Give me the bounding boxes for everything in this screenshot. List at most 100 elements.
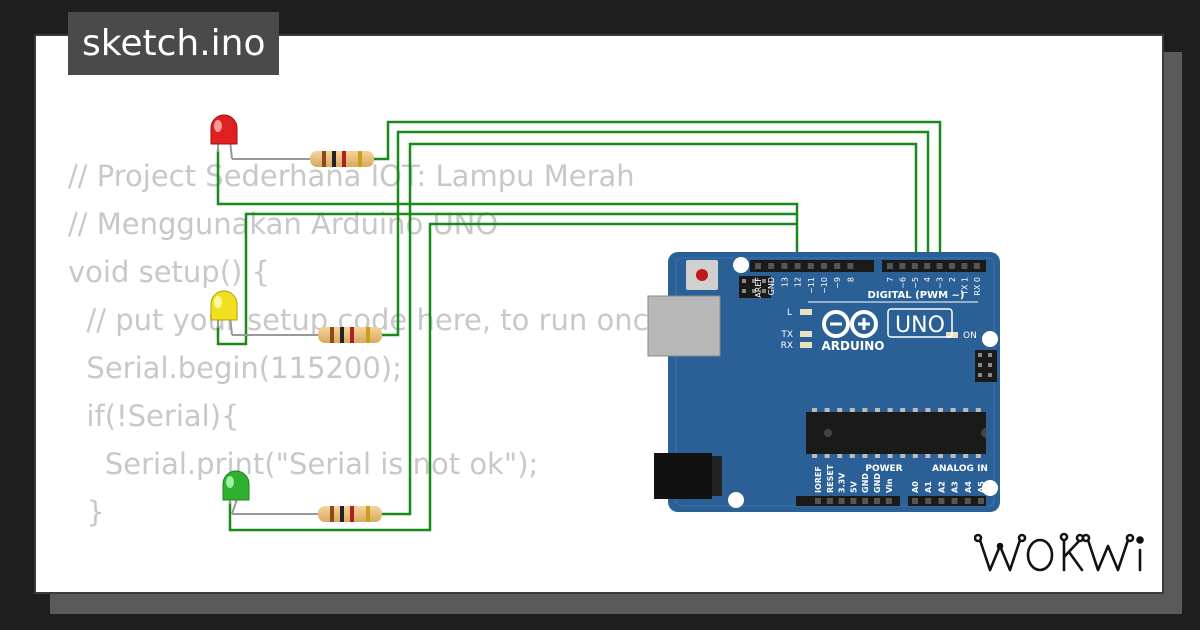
led-tx-label: TX xyxy=(780,330,793,340)
header-pin[interactable] xyxy=(755,263,761,269)
header-pin[interactable] xyxy=(815,498,821,504)
pin-label: 4 xyxy=(923,277,932,282)
pin-label: GND xyxy=(767,277,776,295)
header-pin[interactable] xyxy=(961,263,968,269)
mounting-hole xyxy=(982,480,998,496)
led-tx-indicator xyxy=(800,331,812,337)
pin-label: ~3 xyxy=(936,277,945,289)
wire-yellow-anode xyxy=(372,130,930,337)
resistor-yellow[interactable] xyxy=(232,327,382,343)
pin-label: A0 xyxy=(911,481,920,493)
pin-label: ~6 xyxy=(898,277,907,289)
pin-label: 2 xyxy=(948,277,957,282)
code-line: Serial.print("Serial is not ok"); xyxy=(68,447,539,481)
header-pin[interactable] xyxy=(874,498,880,504)
pin-label: Vin xyxy=(885,478,894,493)
header-pin[interactable] xyxy=(911,263,918,269)
pin-label: RESET xyxy=(826,464,835,493)
header-pin[interactable] xyxy=(951,498,958,504)
wire-green-anode xyxy=(372,142,918,516)
mounting-hole xyxy=(728,492,744,508)
wire-red-anode xyxy=(372,120,942,262)
wires xyxy=(216,120,942,532)
header-pin[interactable] xyxy=(834,263,841,269)
pin-label: A4 xyxy=(964,481,973,493)
led-on-label: ON xyxy=(963,331,977,341)
atmega-chip xyxy=(806,408,986,458)
pin-label: IOREF xyxy=(814,466,823,493)
header-pin[interactable] xyxy=(807,263,814,269)
pin-label: A2 xyxy=(937,481,946,493)
pin-label: 3.3V xyxy=(838,472,847,493)
led-red[interactable] xyxy=(210,114,238,160)
led-l-label: L xyxy=(787,308,792,318)
pin-label: GND xyxy=(861,473,870,493)
resistor-red[interactable] xyxy=(232,151,374,167)
header-pin[interactable] xyxy=(925,498,932,504)
header-pin[interactable] xyxy=(936,263,943,269)
header-pin[interactable] xyxy=(850,498,857,504)
wokwi-logo xyxy=(974,532,1144,572)
resistor-green[interactable] xyxy=(232,506,382,522)
pin-label: 5V xyxy=(849,480,858,493)
pin-label: 12 xyxy=(794,277,803,287)
wire-red-cathode xyxy=(216,150,799,262)
arduino-infinity-icon xyxy=(822,310,878,338)
code-line: Serial.begin(115200); xyxy=(68,351,402,385)
icsp-header xyxy=(739,276,771,298)
header-pin[interactable] xyxy=(838,498,845,504)
icsp-header xyxy=(975,350,997,382)
mounting-hole xyxy=(733,257,749,273)
pin-label: A3 xyxy=(951,481,960,493)
pin-label: ~5 xyxy=(911,277,920,289)
header-pin[interactable] xyxy=(887,263,893,269)
led-l-indicator xyxy=(800,309,812,315)
header-pin[interactable] xyxy=(826,498,833,504)
led-yellow[interactable] xyxy=(210,290,238,336)
wire-yellow-cathode xyxy=(216,212,797,346)
pin-label: ~9 xyxy=(833,277,842,289)
header-pin[interactable] xyxy=(781,263,788,269)
header-pin[interactable] xyxy=(973,263,980,269)
analog-header-label: ANALOG IN xyxy=(932,464,988,474)
header-pin[interactable] xyxy=(912,498,918,504)
pin-label: A5 xyxy=(977,481,986,493)
header-pin[interactable] xyxy=(794,263,801,269)
header-pin[interactable] xyxy=(899,263,906,269)
power-header-label: POWER xyxy=(865,464,902,474)
led-rx-label: RX xyxy=(781,341,793,351)
header-pin[interactable] xyxy=(949,263,955,269)
pin-label: 8 xyxy=(846,277,855,282)
header-pin[interactable] xyxy=(847,263,854,269)
header-pin[interactable] xyxy=(768,263,775,269)
pin-label: 13 xyxy=(780,277,789,287)
header-pin[interactable] xyxy=(821,263,827,269)
code-line: void setup() { xyxy=(68,255,270,289)
wire-green-cathode xyxy=(228,222,797,532)
code-line: // Menggunakan Arduino UNO xyxy=(68,207,499,241)
header-pin[interactable] xyxy=(885,498,892,504)
arduino-brand-label: ARDUINO xyxy=(822,339,885,353)
header-pin[interactable] xyxy=(938,498,945,504)
code-editor[interactable]: // Project Sederhana IOT: Lampu Merah// … xyxy=(68,152,676,536)
pin-label: TX 1 xyxy=(960,277,969,296)
header-pin[interactable] xyxy=(924,263,931,269)
header-pin[interactable] xyxy=(964,498,971,504)
code-line: } xyxy=(68,495,105,529)
pin-label: GND xyxy=(873,473,882,493)
header-pin[interactable] xyxy=(978,498,984,504)
mounting-hole xyxy=(982,331,998,347)
pin-label: RX 0 xyxy=(973,277,982,296)
pin-label: A1 xyxy=(924,481,933,493)
pin-label: ~11 xyxy=(807,277,816,294)
header-pin[interactable] xyxy=(862,498,869,504)
led-rx-indicator xyxy=(800,342,812,348)
led-green[interactable] xyxy=(222,470,250,515)
reset-button[interactable] xyxy=(686,260,718,290)
code-line: if(!Serial){ xyxy=(68,399,240,433)
file-tab[interactable]: sketch.ino xyxy=(68,12,280,75)
